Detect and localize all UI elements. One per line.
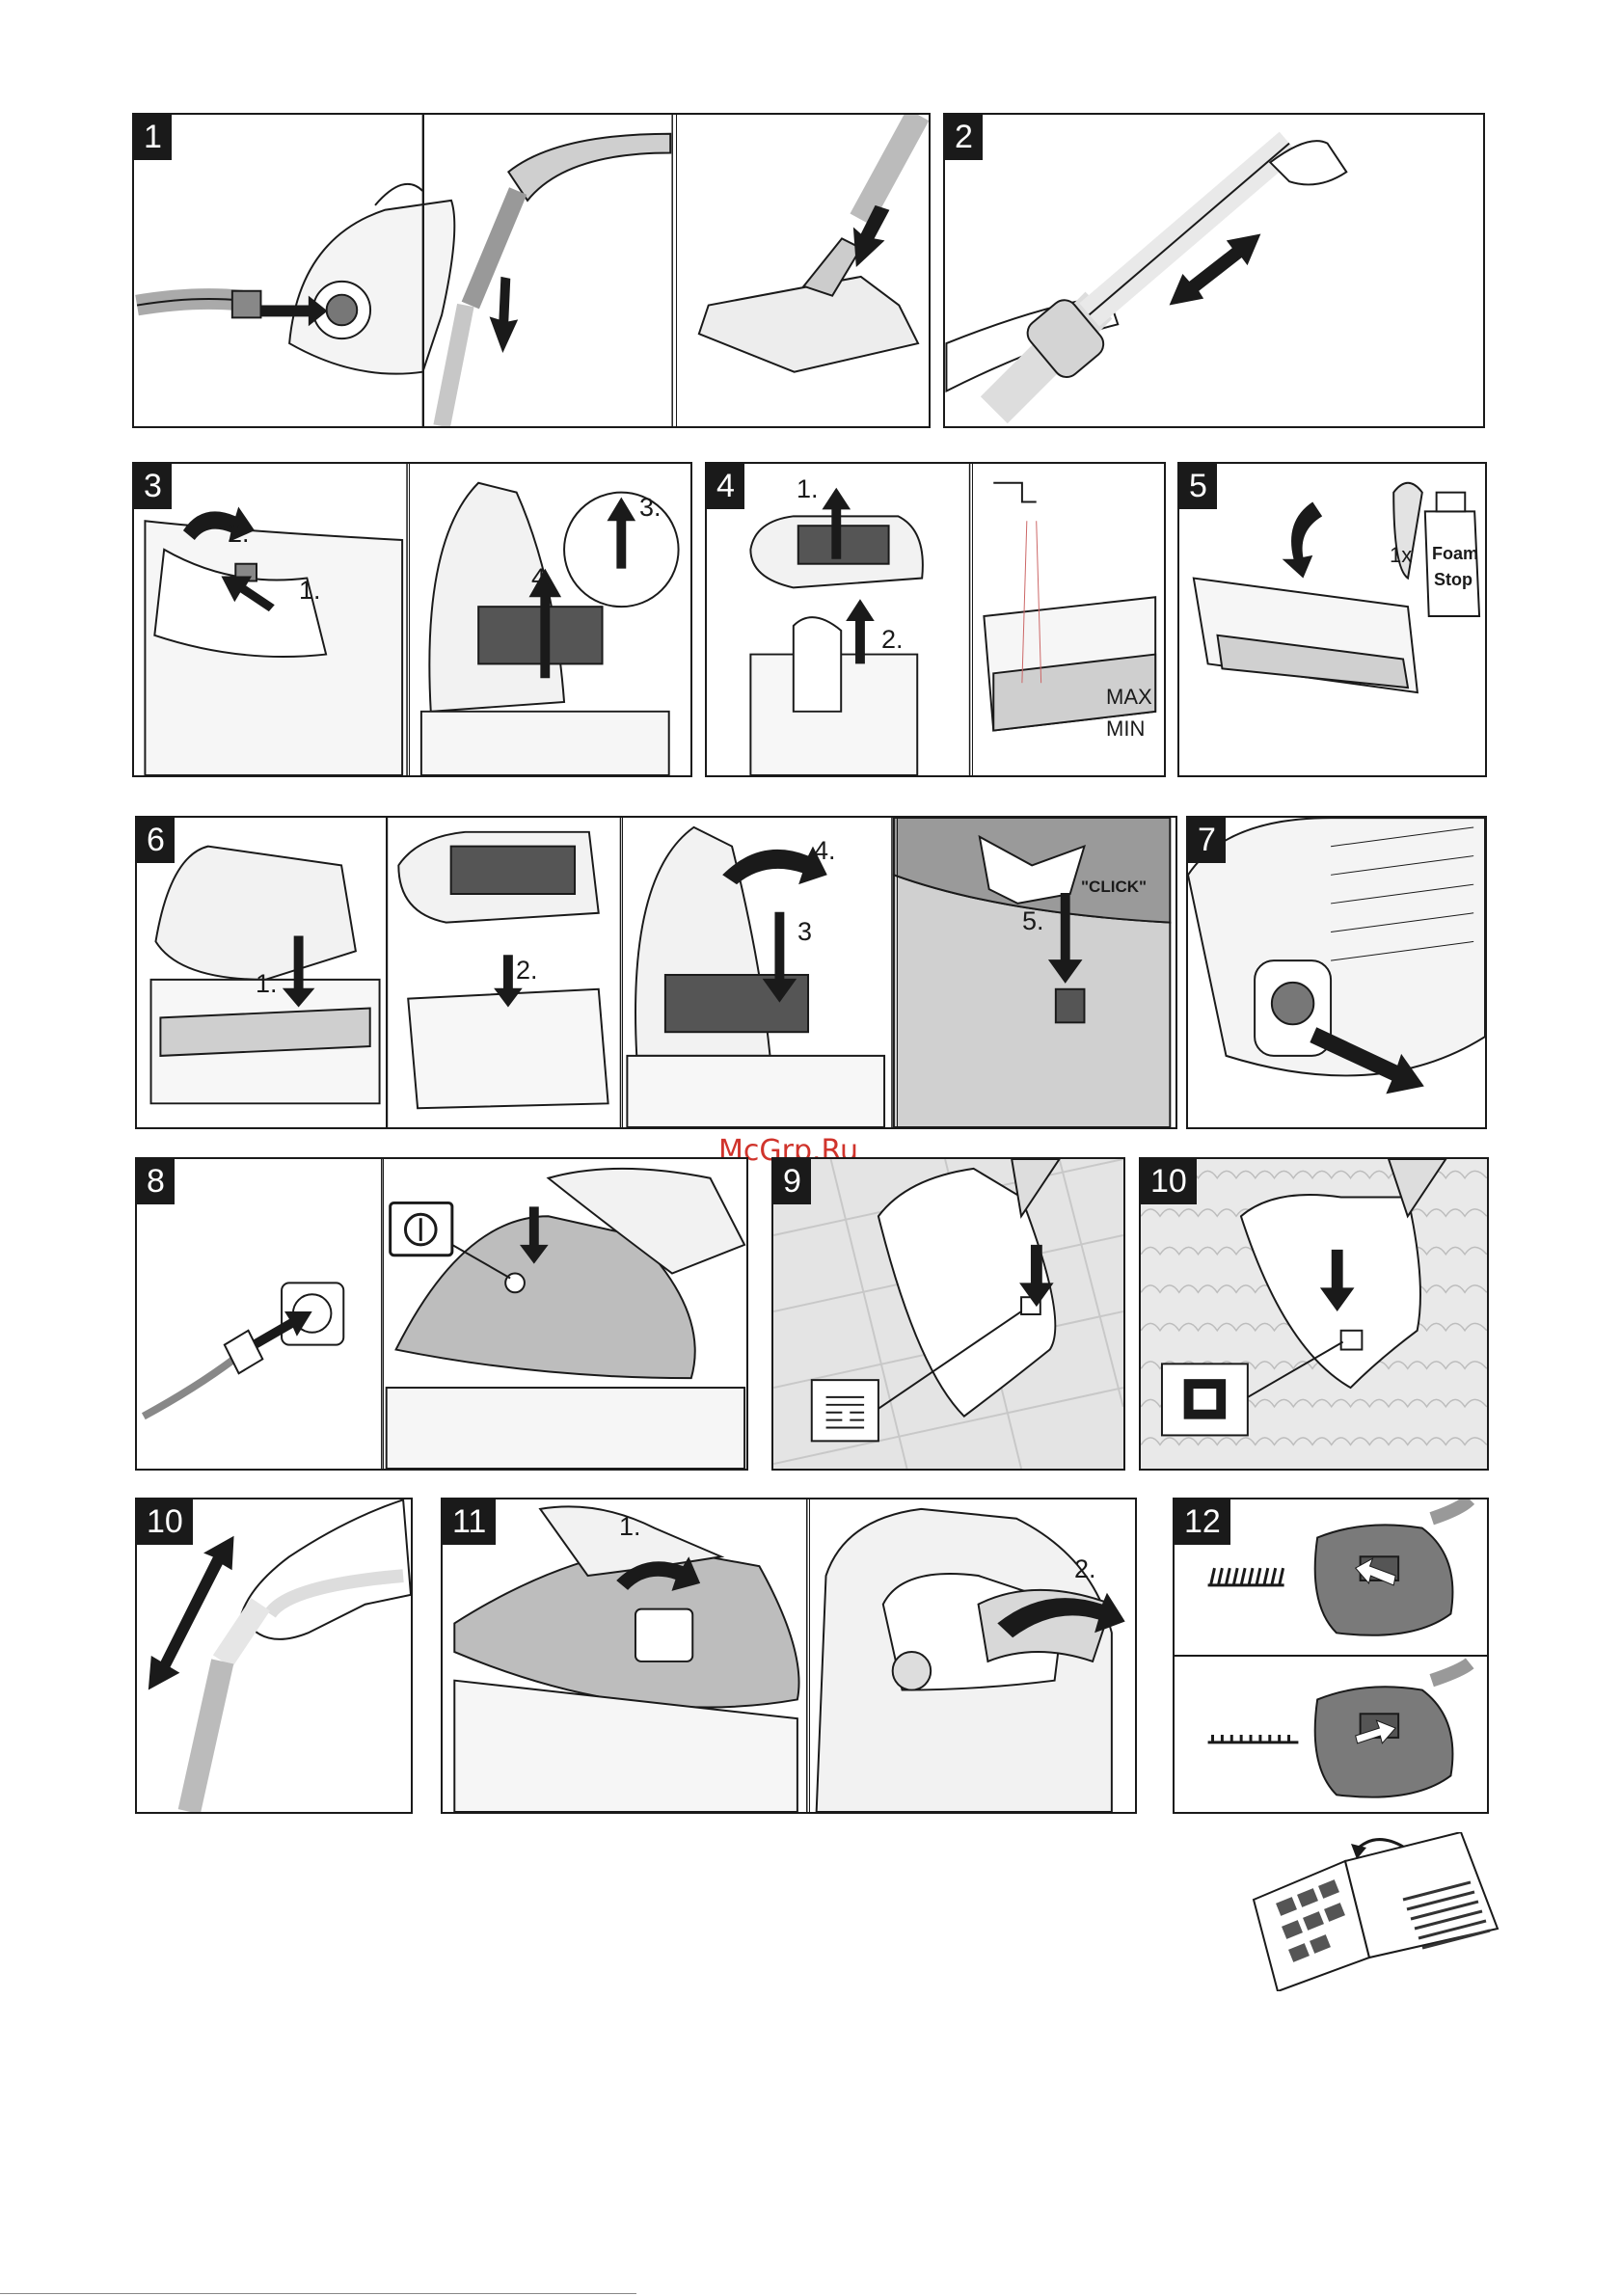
divider [409, 464, 410, 775]
step-number: 1 [134, 115, 172, 160]
step-number: 11 [443, 1499, 496, 1545]
panel-step-10-carpet: 10 [1139, 1157, 1489, 1471]
panel-step-11: 11 1. 2. [441, 1498, 1137, 1814]
step-number: 12 [1175, 1499, 1230, 1545]
step-number: 2 [945, 115, 983, 160]
footer-rule [0, 2293, 636, 2294]
divider [897, 818, 898, 1127]
arrow-icon [1283, 502, 1322, 579]
panel-step-3: 3 2. 1. 3. 4. [132, 462, 692, 777]
turbo-brush-illustration [1175, 1499, 1487, 1812]
label-product-line-1: Foam [1432, 544, 1478, 564]
panel-step-10-handle: 10 [135, 1498, 413, 1814]
label-step-2: 2. [881, 625, 904, 655]
carpet-setting-illustration [1141, 1159, 1487, 1469]
label-min: MIN [1106, 716, 1145, 742]
filter-rinse-illustration [707, 464, 1164, 775]
panel-step-9: 9 [771, 1157, 1125, 1471]
panel-step-1: 1 [132, 113, 931, 428]
divider [809, 1499, 810, 1812]
label-step-4: 4. [531, 563, 554, 593]
divider [676, 115, 677, 426]
label-max: MAX [1106, 685, 1152, 710]
label-step-1: 1. [299, 576, 321, 606]
divider [622, 818, 623, 1127]
panel-step-12: 12 [1173, 1498, 1489, 1814]
step-number: 6 [137, 818, 175, 863]
brush-bristles-up-icon [1208, 1568, 1284, 1585]
arrow-icon [722, 847, 827, 885]
step-number: 3 [134, 464, 172, 509]
panel-step-7: 7 [1186, 816, 1487, 1129]
step-number: 9 [773, 1159, 811, 1204]
divider [972, 464, 973, 775]
carpet-icon [1162, 1364, 1248, 1435]
label-product-line-2: Stop [1434, 570, 1472, 590]
divider [386, 818, 387, 1127]
panel-step-5: 5 1x Foam Stop [1177, 462, 1487, 777]
label-step-2: 2. [516, 956, 538, 986]
label-step-2: 2. [1074, 1554, 1096, 1584]
label-step-3: 3 [797, 917, 812, 947]
divider [383, 1159, 384, 1469]
label-step-1: 1. [256, 969, 278, 999]
label-step-1: 1. [619, 1512, 641, 1542]
handle-grip-illustration [137, 1499, 411, 1812]
label-step-3: 3. [639, 493, 662, 523]
panel-step-2: 2 [943, 113, 1485, 428]
label-step-4: 4. [814, 836, 836, 866]
label-step-2: 2. [228, 519, 250, 549]
add-foamstop-illustration [1179, 464, 1485, 775]
step-number: 8 [137, 1159, 175, 1204]
step-number: 4 [707, 464, 744, 509]
divider [423, 115, 424, 426]
panel-step-8: 8 [135, 1157, 748, 1471]
step-number: 10 [1141, 1159, 1197, 1204]
open-cover-illustration [443, 1499, 1135, 1812]
arrow-icon [490, 277, 519, 353]
label-step-5: 5. [1022, 906, 1044, 936]
brush-bristles-down-icon [1208, 1735, 1299, 1742]
step-number: 7 [1188, 818, 1226, 863]
panel-step-4: 4 1. 2. MAX MIN [705, 462, 1166, 777]
manual-booklet-icon [1249, 1832, 1499, 1991]
panel-step-6: 6 1. 2. 3 4. 5. "CLICK" [135, 816, 1177, 1129]
step-number: 10 [137, 1499, 193, 1545]
reassemble-illustration [137, 818, 1175, 1127]
label-step-1: 1. [797, 474, 819, 504]
hard-floor-setting-illustration [773, 1159, 1123, 1469]
plug-in-power-illustration [137, 1159, 746, 1469]
step-number: 5 [1179, 464, 1217, 509]
power-button-icon [391, 1202, 452, 1255]
hose-connect-illustration [134, 115, 929, 426]
label-quantity: 1x [1390, 543, 1412, 568]
open-lid-illustration [134, 464, 690, 775]
pull-cord-illustration [1188, 818, 1485, 1127]
label-click: "CLICK" [1081, 878, 1147, 897]
hard-floor-icon [812, 1380, 878, 1441]
tube-telescope-illustration [945, 115, 1483, 426]
